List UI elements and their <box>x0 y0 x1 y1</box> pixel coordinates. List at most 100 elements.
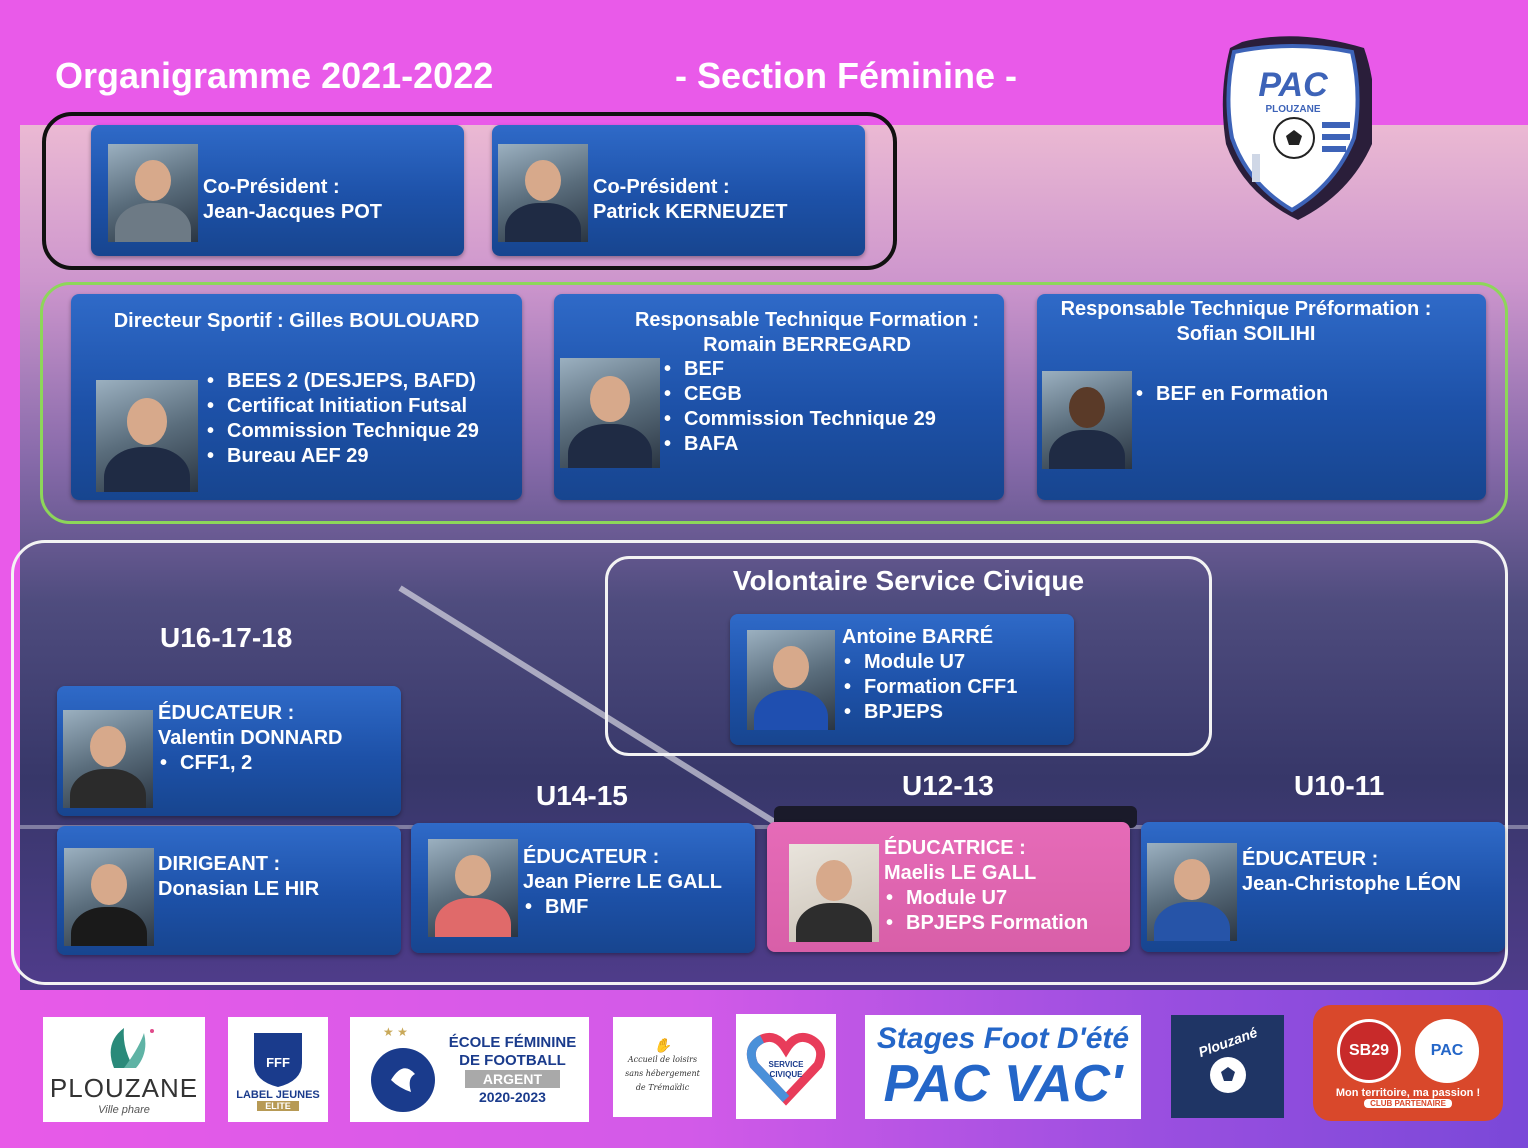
manager-card: DIRIGEANT : Donasian LE HIR <box>57 826 401 955</box>
formation-manager-role: Responsable Technique Formation : <box>634 309 980 331</box>
category-u14: U14-15 <box>536 780 628 811</box>
formation-manager-card: Responsable Technique Formation : Romain… <box>554 294 1004 500</box>
educator-name: Valentin DONNARD <box>158 727 343 749</box>
qualification-item: Module U7 <box>842 650 1017 675</box>
stages-pac-vac-logo: Stages Foot D'été PAC VAC' <box>865 1015 1141 1119</box>
president-card: Co-Président : Patrick KERNEUZET <box>492 125 865 256</box>
service-logo-line1: SERVICE <box>769 1060 805 1069</box>
accueil-line3: de Trémaïdic <box>635 1083 690 1092</box>
preformation-manager-photo <box>1042 371 1132 469</box>
heart-icon: SERVICE CIVIQUE <box>746 1032 826 1106</box>
accueil-loisirs-logo: ✋ Accueil de loisirs sans hébergement de… <box>613 1017 712 1117</box>
club-shield-logo: PAC PLOUZANE <box>1222 36 1372 220</box>
volunteer-name: Antoine BARRÉ <box>842 626 994 648</box>
technical-frame <box>40 282 1508 524</box>
section-title: - Section Féminine - <box>675 55 1018 96</box>
president-photo <box>108 144 198 242</box>
pac-mini-badge: PAC <box>1415 1018 1479 1083</box>
club-shield-name: PAC <box>1258 66 1328 104</box>
sport-director-title: Directeur Sportif : Gilles BOULOUARD <box>113 310 480 332</box>
fff-shield-text: FFF <box>266 1055 290 1070</box>
qualification-item: CFF1, 2 <box>158 751 342 776</box>
qualification-item: Commission Technique 29 <box>662 407 936 432</box>
service-civique-logo: SERVICE CIVIQUE <box>736 1014 836 1119</box>
lighthouse-leaf-icon <box>110 1028 154 1068</box>
football-icon <box>1209 1056 1246 1093</box>
ecole-feminine-logo: ★ ★ ÉCOLE FÉMININE DE FOOTBALL ARGENT 20… <box>350 1017 589 1122</box>
sb29-sub: CLUB PARTENAIRE <box>1364 1098 1452 1108</box>
sb29-badge: SB29 <box>1337 1018 1401 1083</box>
qualification-item: BPJEPS <box>842 700 1017 725</box>
qualification-item: Module U7 <box>884 886 1088 911</box>
category-u10: U10-11 <box>1294 770 1385 801</box>
manager-photo <box>64 848 154 946</box>
plouzane-name: PLOUZANE <box>49 1073 199 1103</box>
handprint-icon: ✋ <box>653 1038 672 1054</box>
service-logo-line2: CIVIQUE <box>770 1070 804 1079</box>
ecole-line3: ARGENT <box>464 1069 561 1088</box>
president-role: Co-Président : <box>593 176 730 198</box>
plouzane-city-logo: PLOUZANE Ville phare <box>43 1017 205 1122</box>
ecole-line1: ÉCOLE FÉMININE <box>448 1033 577 1051</box>
president-name: Patrick KERNEUZET <box>593 201 788 223</box>
label-elite-text: ELITE <box>257 1100 299 1111</box>
ecole-line2: DE FOOTBALL <box>459 1051 566 1069</box>
sport-director-card: Directeur Sportif : Gilles BOULOUARD BEE… <box>71 294 522 500</box>
teams-frame <box>11 540 1508 985</box>
service-civique-frame <box>605 556 1212 756</box>
presidents-frame <box>42 112 897 270</box>
manager-role: DIRIGEANT : <box>158 853 281 875</box>
educator-photo <box>63 710 153 808</box>
ecole-line4: 2020-2023 <box>479 1088 546 1105</box>
preformation-manager-role: Responsable Technique Préformation : <box>1060 298 1432 320</box>
plouzane-tagline: Ville phare <box>98 1104 150 1116</box>
page-title: Organigramme 2021-2022 <box>55 55 494 96</box>
formation-manager-name: Romain BERREGARD <box>703 334 911 356</box>
category-u16: U16-17-18 <box>160 622 293 653</box>
president-role: Co-Président : <box>203 176 340 198</box>
educator-card: ÉDUCATEUR : Jean-Christophe LÉON <box>1141 822 1505 952</box>
qualification-item: BAFA <box>662 432 936 457</box>
service-civique-card: Antoine BARRÉ Module U7 Formation CFF1 B… <box>730 614 1074 745</box>
educator-name: Jean Pierre LE GALL <box>523 871 722 893</box>
accueil-line1: Accueil de loisirs <box>627 1055 698 1064</box>
plouzane-sport-logo: Plouzané <box>1171 1015 1284 1118</box>
qualification-item: CEGB <box>662 382 936 407</box>
qualification-item: BEF en Formation <box>1134 382 1328 407</box>
qualification-item: Bureau AEF 29 <box>205 444 479 469</box>
preformation-manager-card: Responsable Technique Préformation : Sof… <box>1037 294 1486 500</box>
qualification-item: Formation CFF1 <box>842 675 1017 700</box>
manager-name: Donasian LE HIR <box>158 878 320 900</box>
preformation-manager-name: Sofian SOILIHI <box>1176 323 1316 345</box>
qualification-item: BMF <box>523 895 722 920</box>
fff-rooster-icon: ★ ★ <box>370 1025 435 1112</box>
qualification-item: Commission Technique 29 <box>205 419 479 444</box>
formation-manager-photo <box>560 358 660 468</box>
educator-role: ÉDUCATRICE : <box>884 837 1026 859</box>
educator-photo <box>428 839 518 937</box>
sport-director-photo <box>96 380 198 492</box>
educator-card: ÉDUCATEUR : Valentin DONNARD CFF1, 2 <box>57 686 401 816</box>
label-jeunes-text: LABEL JEUNES <box>236 1088 320 1101</box>
president-card: Co-Président : Jean-Jacques POT <box>91 125 464 256</box>
fff-shield-icon: FFF <box>254 1032 302 1087</box>
volunteer-photo <box>747 630 835 730</box>
accueil-line2: sans hébergement <box>625 1069 700 1078</box>
educator-card: ÉDUCATEUR : Jean Pierre LE GALL BMF <box>411 823 755 953</box>
qualification-item: BEES 2 (DESJEPS, BAFD) <box>205 369 479 394</box>
educator-name: Jean-Christophe LÉON <box>1242 873 1461 895</box>
educator-name: Maelis LE GALL <box>884 862 1037 884</box>
qualification-item: BEF <box>662 357 936 382</box>
stages-line2: PAC VAC' <box>883 1055 1123 1113</box>
educator-card-highlight: ÉDUCATRICE : Maelis LE GALL Module U7 BP… <box>767 822 1130 952</box>
educator-role: ÉDUCATEUR : <box>1242 848 1379 870</box>
club-shield-town: PLOUZANE <box>1266 104 1321 115</box>
president-photo <box>498 144 588 242</box>
president-name: Jean-Jacques POT <box>203 201 382 223</box>
sb29-slogan: Mon territoire, ma passion ! <box>1335 1086 1481 1099</box>
fff-label-logo: FFF LABEL JEUNES ELITE <box>228 1017 328 1122</box>
stages-line1: Stages Foot D'été <box>876 1022 1130 1055</box>
qualification-item: Certificat Initiation Futsal <box>205 394 479 419</box>
educator-photo <box>1147 843 1237 941</box>
stade-brestois-partner-logo: SB29 PAC Mon territoire, ma passion ! CL… <box>1313 1005 1503 1121</box>
